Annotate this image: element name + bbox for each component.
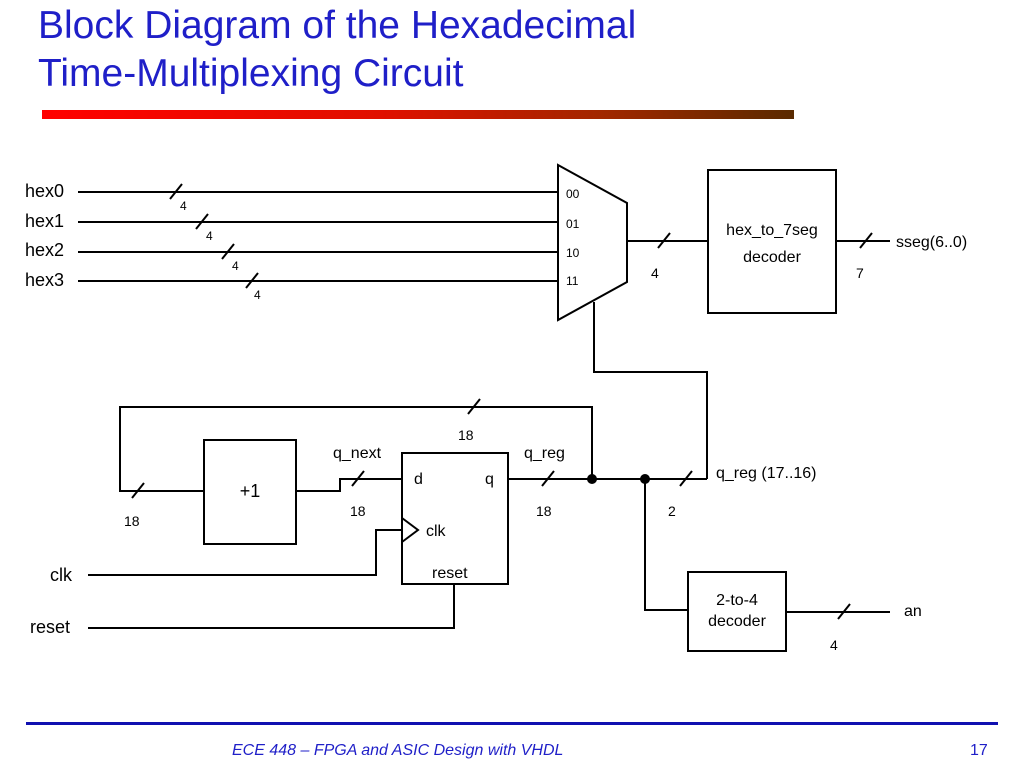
hex3-bus-slash (245, 272, 259, 289)
hex1-bus-slash (195, 213, 209, 230)
an-width-label: 4 (830, 637, 838, 653)
select-bus-slash (679, 470, 693, 487)
decoder-2to4-box (687, 571, 787, 652)
q-next-slash (351, 470, 365, 487)
feedback-left-width-label: 18 (124, 513, 140, 529)
q-reg-width-label: 18 (536, 503, 552, 519)
feedback-top-slash (467, 398, 481, 415)
register-clk-label: clk (426, 523, 447, 540)
hex-to-7seg-label: hex_to_7seg (726, 222, 818, 239)
sseg-width-label: 7 (856, 265, 864, 281)
q-reg-label: q_reg (524, 445, 565, 462)
hex1-width-label: 4 (206, 229, 213, 243)
q-next-label: q_next (333, 445, 382, 462)
footer-text: ECE 448 – FPGA and ASIC Design with VHDL (232, 742, 564, 759)
register-q-label: q (485, 471, 494, 488)
multiplexer (557, 163, 628, 322)
clk-wire (88, 529, 402, 576)
q-next-wire (296, 478, 402, 492)
slide-title-line-1: Block Diagram of the Hexadecimal (38, 4, 637, 47)
mux-input-10-label: 10 (566, 246, 580, 260)
slide-title: Block Diagram of the Hexadecimal Time-Mu… (38, 2, 938, 98)
select-bus-label: q_reg (17..16) (716, 465, 817, 482)
hex2-width-label: 4 (232, 259, 239, 273)
register-d-label: d (414, 471, 423, 488)
q-next-width-label: 18 (350, 503, 366, 519)
sseg-output-label: sseg(6..0) (896, 234, 967, 251)
an-output-slash (837, 603, 851, 620)
clk-input-label: clk (50, 565, 73, 585)
reset-wire (88, 584, 455, 629)
register-reset-label: reset (432, 565, 468, 582)
hex3-label: hex3 (25, 270, 64, 290)
junction-dot-feedback (587, 474, 597, 484)
incrementer-label: +1 (240, 481, 261, 501)
feedback-loop-wire (119, 406, 593, 492)
mux-select-wire (593, 302, 708, 479)
select-bus-width-label: 2 (668, 503, 676, 519)
an-output-label: an (904, 603, 922, 620)
reset-input-label: reset (30, 617, 70, 637)
sseg-output-slash (859, 232, 873, 249)
hex2-label: hex2 (25, 240, 64, 260)
mux-input-01-label: 01 (566, 217, 580, 231)
page-number: 17 (970, 742, 988, 759)
junction-dot-select (640, 474, 650, 484)
decoder-2to4-decoder-label: decoder (708, 613, 766, 630)
mux-input-11-label: 11 (566, 274, 579, 288)
hex0-label: hex0 (25, 181, 64, 201)
feedback-top-width-label: 18 (458, 427, 474, 443)
decoder-2to4-label: 2-to-4 (716, 592, 758, 609)
hex3-width-label: 4 (254, 288, 261, 302)
mux-output-slash (657, 232, 671, 249)
clock-triangle (401, 517, 420, 543)
hex2-bus-slash (221, 243, 235, 260)
hex0-bus-slash (169, 183, 183, 200)
title-underline-bar (42, 110, 794, 119)
mux-input-00-label: 00 (566, 187, 580, 201)
mux-output-width-label: 4 (651, 265, 659, 281)
hex0-width-label: 4 (180, 199, 187, 213)
feedback-left-slash (131, 482, 145, 499)
footer-rule (26, 722, 998, 725)
slide-title-line-2: Time-Multiplexing Circuit (38, 52, 464, 95)
hex1-label: hex1 (25, 211, 64, 231)
hex-to-7seg-decoder-box (707, 169, 837, 314)
hex-to-7seg-decoder-label: decoder (743, 249, 801, 266)
decoder-select-wire (644, 479, 688, 611)
q-reg-slash (541, 470, 555, 487)
